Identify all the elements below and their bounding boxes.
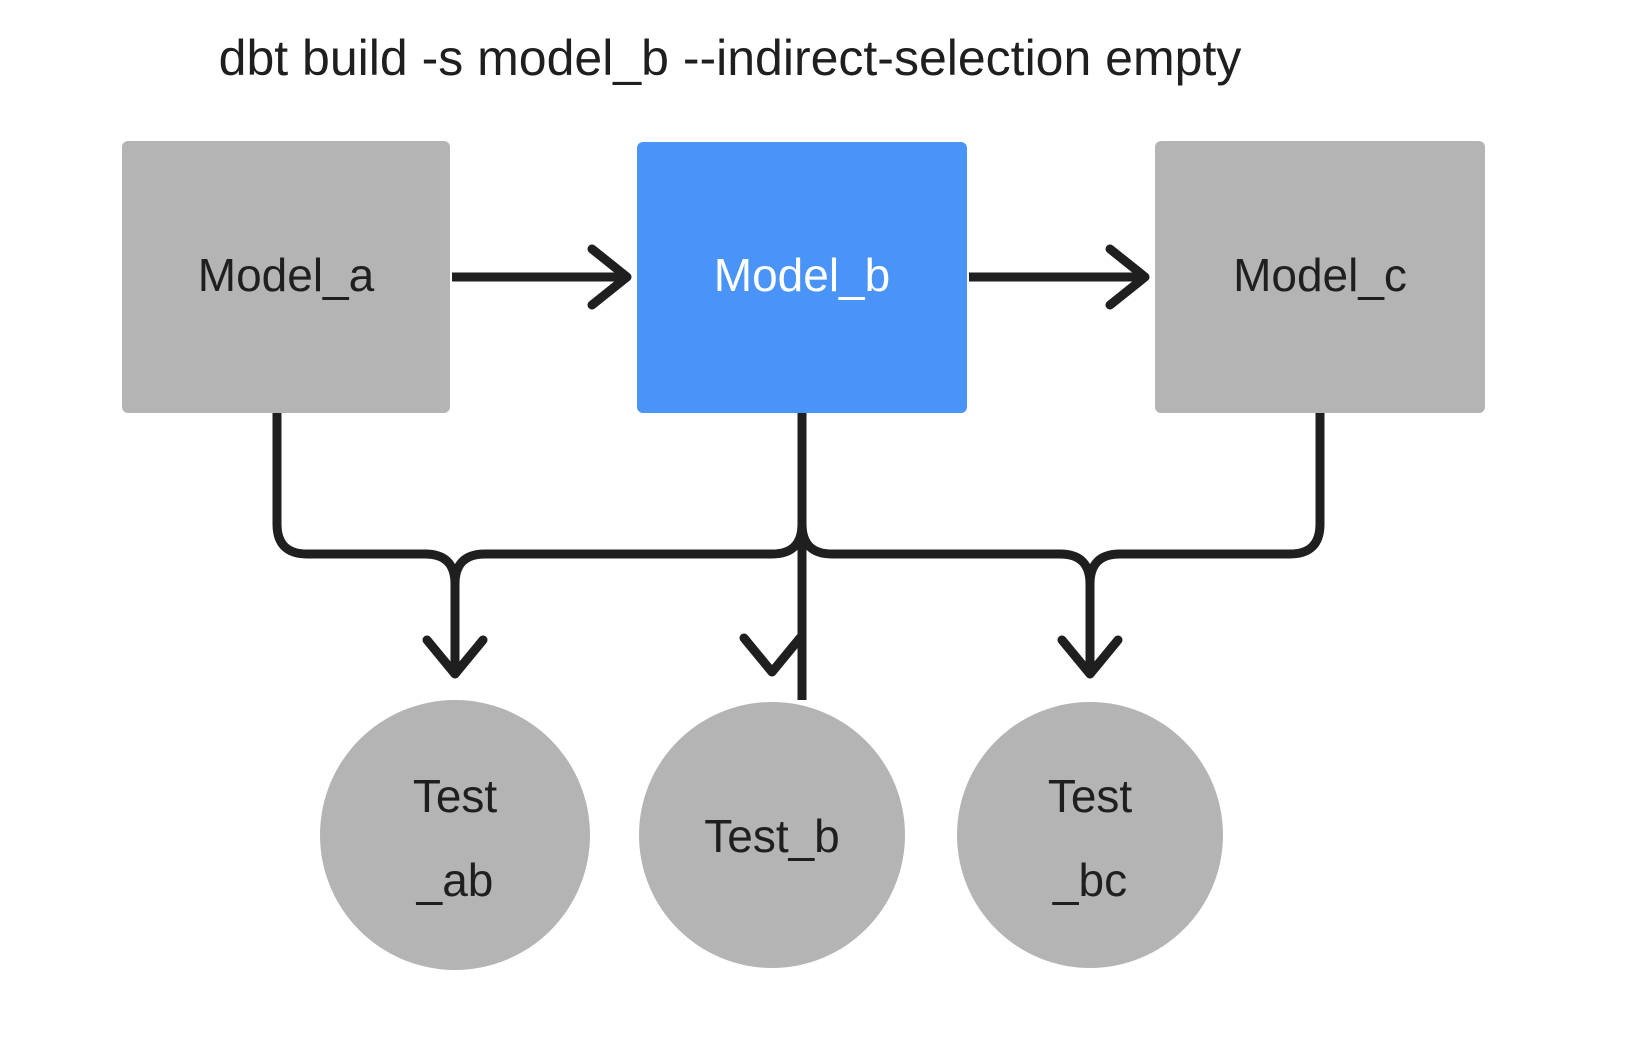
node-test-b-label-line1: Test_b bbox=[704, 810, 840, 862]
node-model-c[interactable]: Model_c bbox=[1155, 141, 1485, 413]
node-model-a-shape[interactable] bbox=[122, 141, 450, 413]
node-model-a-label: Model_a bbox=[198, 249, 375, 301]
node-model-b-label: Model_b bbox=[714, 249, 890, 301]
node-test-ab-label-line1: Test bbox=[413, 770, 498, 822]
edge-model-b-to-test-ab bbox=[450, 413, 807, 672]
edge-model-c-to-test-bc bbox=[1085, 413, 1325, 672]
node-test-ab-shape[interactable] bbox=[320, 700, 590, 970]
node-test-b-shape[interactable] bbox=[639, 702, 905, 968]
arrow-right-icon bbox=[587, 244, 632, 310]
node-model-c-shape[interactable] bbox=[1155, 141, 1485, 413]
node-test-bc-label-line1: Test bbox=[1048, 770, 1133, 822]
node-model-b-shape[interactable] bbox=[637, 142, 967, 413]
arrow-right-icon bbox=[1105, 244, 1150, 310]
edge-model-a-to-test-ab bbox=[272, 413, 460, 672]
arrow-down-icon-test-bc bbox=[1057, 635, 1123, 679]
diagram-title: dbt build -s model_b --indirect-selectio… bbox=[219, 30, 1242, 86]
edge-model-a-to-model-b bbox=[452, 244, 632, 310]
node-test-ab-label-line2: _ab bbox=[416, 854, 494, 906]
node-model-b[interactable]: Model_b bbox=[637, 142, 967, 413]
node-test-bc[interactable]: Test _bc bbox=[957, 702, 1223, 968]
edge-model-b-to-model-c bbox=[969, 244, 1150, 310]
arrow-down-icon-test-ab bbox=[422, 635, 488, 679]
node-test-bc-shape[interactable] bbox=[957, 702, 1223, 968]
node-test-ab[interactable]: Test _ab bbox=[320, 700, 590, 970]
node-test-b[interactable]: Test_b bbox=[639, 702, 905, 968]
node-test-bc-label-line2: _bc bbox=[1052, 854, 1127, 906]
node-model-a[interactable]: Model_a bbox=[122, 141, 450, 413]
arrow-down-icon-test-b bbox=[739, 633, 805, 677]
edge-model-b-to-test-bc bbox=[797, 413, 1095, 672]
node-model-c-label: Model_c bbox=[1233, 249, 1407, 301]
